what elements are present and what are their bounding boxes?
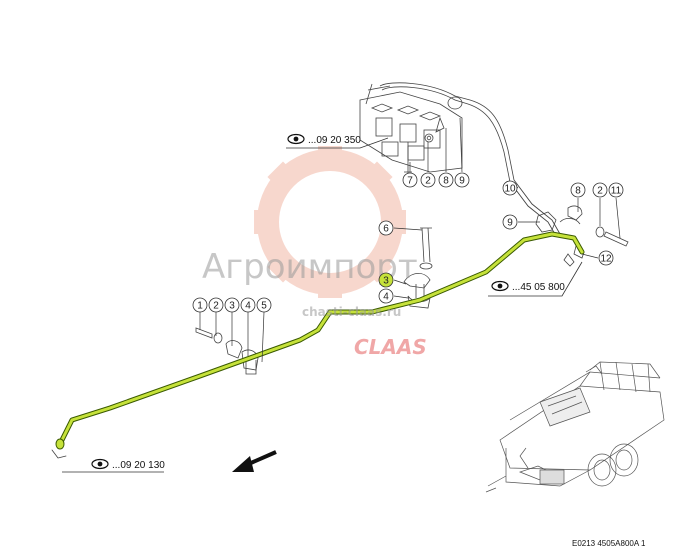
baler-machine-illustration — [485, 361, 665, 493]
callout-number: 8 — [443, 176, 449, 187]
ref-bottom-label: ...09 20 130 — [112, 460, 165, 471]
reference-top: ...09 20 350 — [286, 133, 389, 149]
callout-number: 3 — [383, 276, 389, 287]
callout-2: 2 — [592, 182, 608, 198]
watermark-claas-logo: CLAAS — [354, 335, 427, 359]
callout-4: 4 — [378, 288, 394, 304]
callout-6: 6 — [378, 220, 394, 236]
callout-7: 7 — [402, 172, 418, 188]
callout-9: 9 — [502, 214, 518, 230]
highlighted-pipe — [51, 231, 585, 459]
callout-number: 8 — [575, 186, 581, 197]
callout-number: 4 — [245, 301, 251, 312]
callout-8: 8 — [438, 172, 454, 188]
callout-9: 9 — [454, 172, 470, 188]
callout-3: 3 — [378, 272, 394, 288]
valve-block-assembly — [359, 82, 515, 183]
callout-number: 2 — [213, 301, 219, 312]
eye-icon — [491, 280, 509, 292]
callout-8: 8 — [570, 182, 586, 198]
callout-number: 5 — [261, 301, 267, 312]
callout-1: 1 — [192, 297, 208, 313]
reference-bottom: ...09 20 130 — [62, 458, 165, 473]
callout-number: 3 — [229, 301, 235, 312]
callout-number: 12 — [600, 254, 612, 265]
callout-number: 10 — [504, 184, 516, 195]
callout-2: 2 — [208, 297, 224, 313]
callout-number: 2 — [425, 176, 431, 187]
callout-2: 2 — [420, 172, 436, 188]
callout-3: 3 — [224, 297, 240, 313]
callout-11: 11 — [608, 182, 624, 198]
ref-mid-label: ...45 05 800 — [512, 282, 565, 293]
callout-10: 10 — [502, 180, 518, 196]
return-pipe — [509, 179, 561, 237]
ref-top-label: ...09 20 350 — [308, 135, 361, 146]
arrow-down-left-icon — [232, 450, 277, 472]
callout-number: 11 — [611, 186, 622, 197]
callout-number: 7 — [407, 176, 413, 187]
callout-number: 1 — [197, 301, 203, 312]
watermark-url: chasti-claas.ru — [302, 305, 401, 319]
document-code: E0213 4505A800A 1 — [572, 539, 646, 548]
callout-12: 12 — [598, 250, 614, 266]
callout-number: 6 — [383, 224, 389, 235]
callout-number: 9 — [459, 176, 465, 187]
callout-5: 5 — [256, 297, 272, 313]
watermark-gear — [254, 146, 406, 298]
eye-icon — [287, 133, 305, 145]
callout-leaders — [199, 117, 621, 363]
callout-number: 2 — [597, 186, 603, 197]
eye-icon — [91, 458, 109, 470]
callout-number: 9 — [507, 218, 513, 229]
reference-mid: ...45 05 800 — [488, 261, 583, 297]
callout-4: 4 — [240, 297, 256, 313]
left-clamp-assembly — [195, 327, 259, 375]
callout-number: 4 — [383, 292, 389, 303]
